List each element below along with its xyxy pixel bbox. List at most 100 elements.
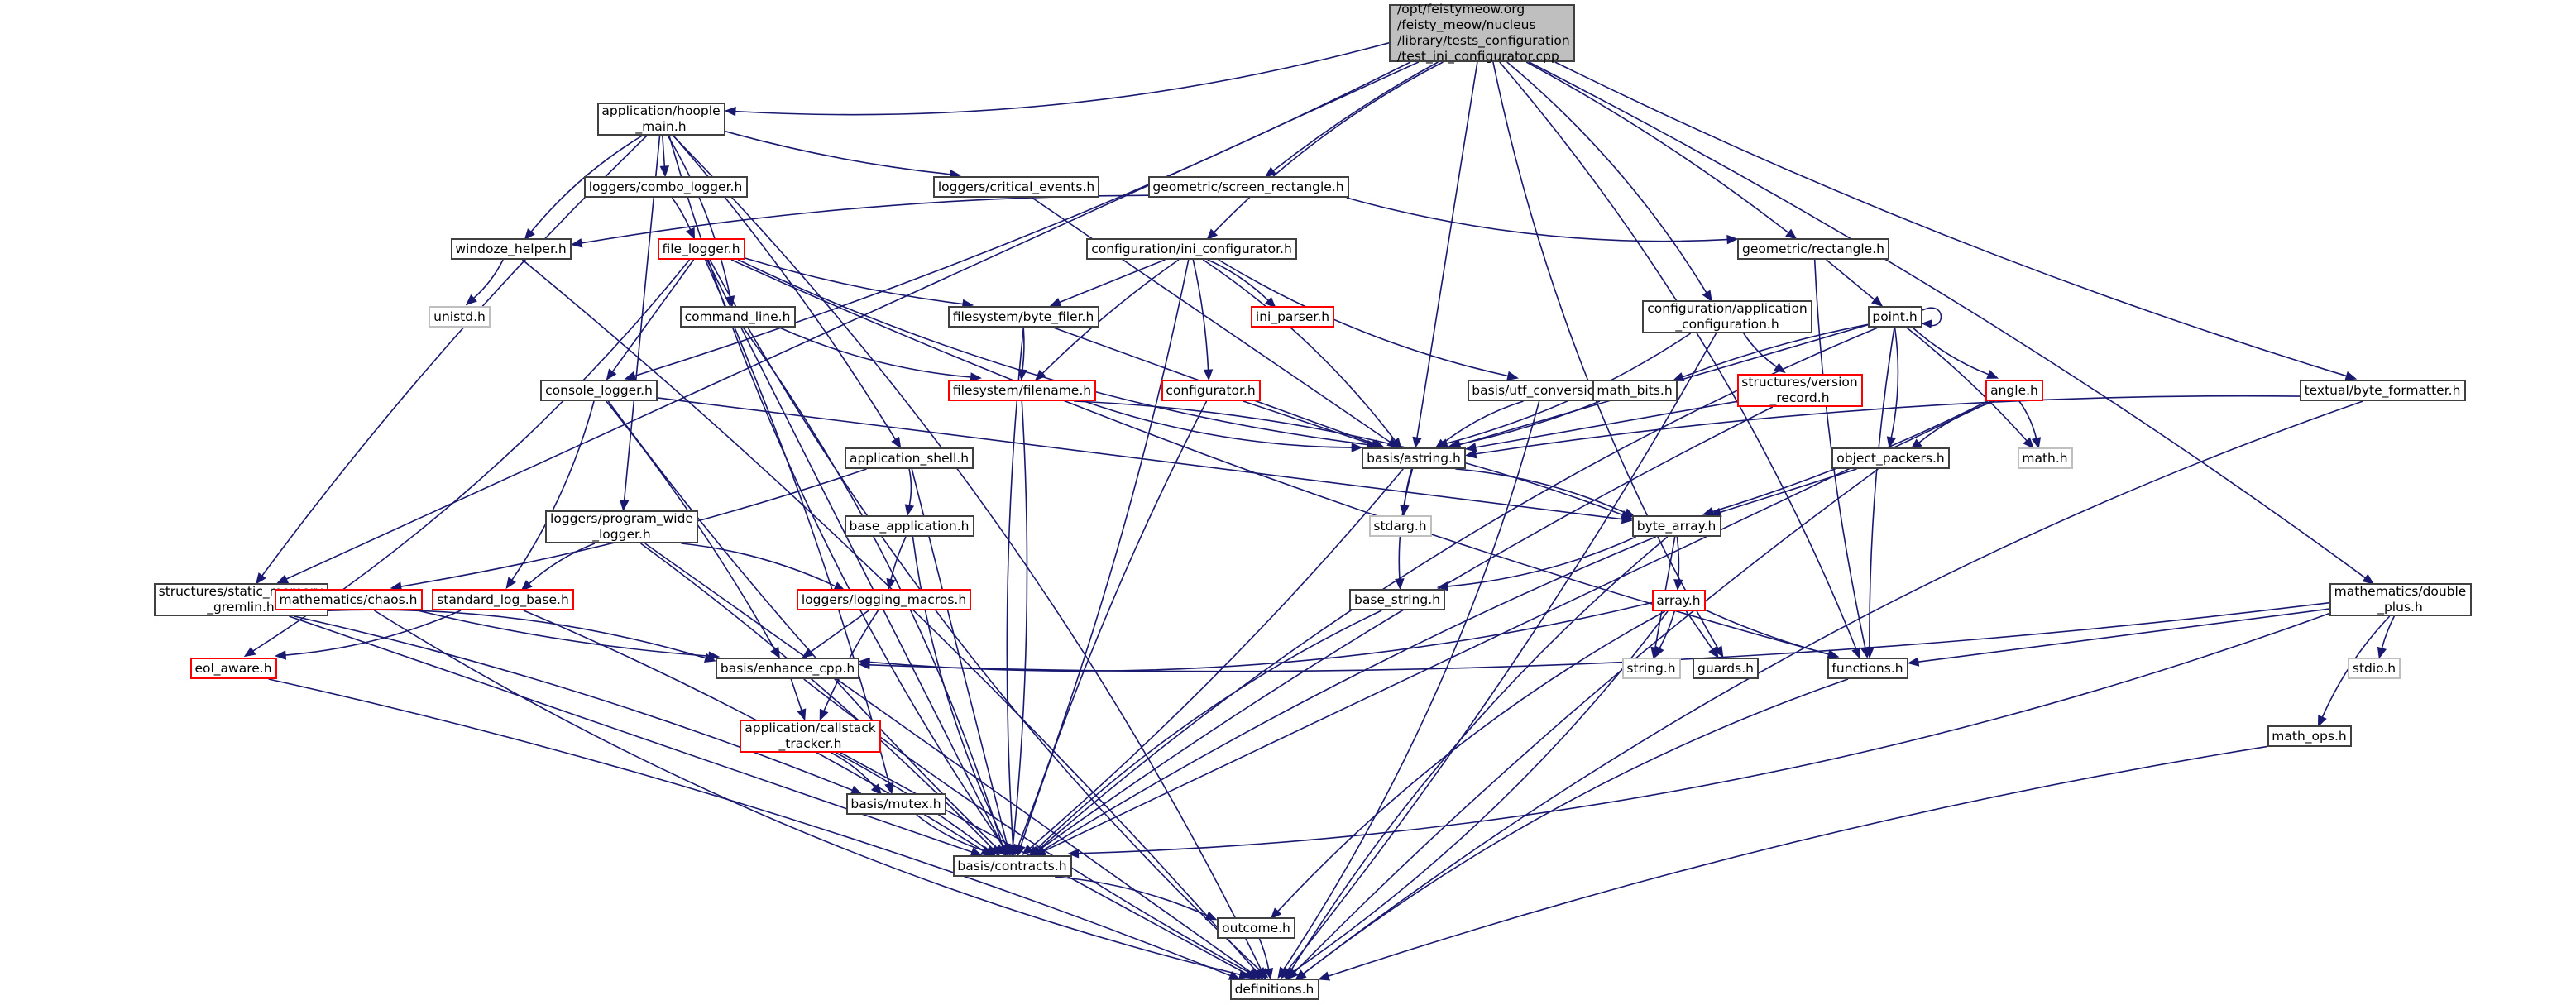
edge-angle-to-object_packers <box>1910 400 1995 450</box>
edge-point-to-object_packers <box>1886 327 1899 449</box>
node-filename[interactable]: filesystem/filename.h <box>948 380 1096 401</box>
edge-byte_formatter-to-astring <box>1464 395 2301 459</box>
node-math-h[interactable]: math.h <box>2017 447 2073 469</box>
edge-byte_array-to-array <box>1673 536 1683 591</box>
node-stdio[interactable]: stdio.h <box>2348 658 2401 679</box>
edge-root-to-astring <box>1412 61 1478 449</box>
edge-base_string-to-contracts <box>1028 610 1382 858</box>
node-base-application[interactable]: base_application.h <box>844 515 974 537</box>
edge-logging_macros-to-enhance_cpp <box>802 610 869 658</box>
node-version-record[interactable]: structures/version _record.h <box>1736 374 1863 407</box>
edge-angle-to-math_h <box>2018 400 2042 450</box>
edge-root-to-app_configuration <box>1506 61 1712 303</box>
node-enhance-cpp[interactable]: basis/enhance_cpp.h <box>716 658 859 679</box>
node-combo-logger[interactable]: loggers/combo_logger.h <box>583 176 748 198</box>
node-contracts[interactable]: basis/contracts.h <box>952 855 1072 877</box>
node-chaos[interactable]: mathematics/chaos.h <box>274 589 423 610</box>
edge-root-to-hoople_main <box>724 42 1390 117</box>
node-astring[interactable]: basis/astring.h <box>1362 447 1466 469</box>
node-application-configuration[interactable]: configuration/application _configuration… <box>1642 300 1812 333</box>
edge-combo_logger-to-file_logger <box>671 197 695 240</box>
node-screen-rectangle[interactable]: geometric/screen_rectangle.h <box>1147 176 1349 198</box>
node-callstack-tracker[interactable]: application/callstack _tracker.h <box>740 720 881 753</box>
edge-utf_conversion-to-definitions <box>1277 400 1540 979</box>
node-math-bits[interactable]: math_bits.h <box>1592 380 1678 401</box>
node-string-h[interactable]: string.h <box>1621 658 1681 679</box>
edge-object_packers-to-byte_array <box>1709 468 1857 517</box>
node-definitions[interactable]: definitions.h <box>1229 979 1319 1000</box>
edge-root-to-guards <box>1492 61 1724 658</box>
node-ini-parser[interactable]: ini_parser.h <box>1251 306 1334 328</box>
node-math-ops[interactable]: math_ops.h <box>2267 725 2352 747</box>
edge-version_record-to-astring <box>1464 400 1738 452</box>
edge-point-to-angle <box>1912 327 1999 379</box>
edge-array-to-string_h <box>1654 610 1676 658</box>
edge-version_record-to-contracts <box>1030 406 1774 857</box>
node-outcome[interactable]: outcome.h <box>1217 917 1295 939</box>
edge-base_application-to-logging_macros <box>886 536 907 591</box>
node-command-line[interactable]: command_line.h <box>679 306 796 328</box>
node-array[interactable]: array.h <box>1651 590 1706 611</box>
edge-hoople_main-to-combo_logger <box>659 135 670 178</box>
edge-ini_configurator-to-contracts <box>1013 259 1190 856</box>
edge-ini_configurator-to-utf_conversion <box>1218 259 1519 381</box>
edge-windoze_helper-to-definitions <box>521 259 1264 980</box>
edge-math_ops-to-definitions <box>1318 745 2268 981</box>
node-guards[interactable]: guards.h <box>1693 658 1759 679</box>
edge-byte_array-to-definitions <box>1285 536 1669 981</box>
edge-root-to-double_plus <box>1528 61 2375 585</box>
edge-root-to-ini_configurator <box>1206 61 1444 241</box>
edge-byte_formatter-to-definitions <box>1295 400 2363 981</box>
edge-program_wide_logger-to-logging_macros <box>681 543 846 591</box>
edge-standard_log_base-to-eol_aware <box>274 610 462 660</box>
edge-root-to-byte_formatter <box>1554 61 2358 380</box>
edge-app_configuration-to-version_record <box>1743 333 1786 373</box>
node-hoople-main[interactable]: application/hoople _main.h <box>596 103 725 136</box>
node-angle[interactable]: angle.h <box>1985 380 2043 401</box>
node-functions[interactable]: functions.h <box>1827 658 1908 679</box>
node-configurator[interactable]: configurator.h <box>1161 380 1261 401</box>
edge-root-to-screen_rectangle <box>1264 61 1439 178</box>
edge-array-to-functions <box>1705 609 1840 659</box>
node-logging-macros[interactable]: loggers/logging_macros.h <box>797 589 971 610</box>
node-base-string[interactable]: base_string.h <box>1349 589 1445 610</box>
edge-root-to-static_memory_gremlin <box>276 61 1420 584</box>
node-rectangle[interactable]: geometric/rectangle.h <box>1737 238 1889 260</box>
edge-hoople_main-to-critical_events <box>725 131 961 179</box>
edge-array-to-guards <box>1685 610 1719 659</box>
node-byte-filer[interactable]: filesystem/byte_filer.h <box>947 306 1099 328</box>
edge-ini_configurator-to-filename <box>1034 259 1180 381</box>
node-byte-array[interactable]: byte_array.h <box>1631 515 1721 537</box>
node-byte-formatter[interactable]: textual/byte_formatter.h <box>2299 380 2466 401</box>
node-console-logger[interactable]: console_logger.h <box>540 380 658 401</box>
node-double-plus[interactable]: mathematics/double _plus.h <box>2329 583 2472 616</box>
node-mutex[interactable]: basis/mutex.h <box>845 793 946 815</box>
node-static-memory-gremlin[interactable]: structures/static_memory _gremlin.h <box>153 583 328 616</box>
node-root-file: /opt/feistymeow.org /feisty_meow/nucleus… <box>1389 2 1575 64</box>
node-windoze-helper[interactable]: windoze_helper.h <box>450 238 572 260</box>
edge-windoze_helper-to-unistd <box>465 259 504 306</box>
edge-hoople_main-to-windoze_helper <box>524 135 643 241</box>
node-unistd[interactable]: unistd.h <box>429 306 491 328</box>
edge-double_plus-to-enhance_cpp <box>858 601 2330 672</box>
node-standard-log-base[interactable]: standard_log_base.h <box>432 589 574 610</box>
node-object-packers[interactable]: object_packers.h <box>1831 447 1950 469</box>
edge-math_bits-to-astring <box>1447 400 1601 449</box>
edge-ini_configurator-to-ini_parser <box>1207 259 1276 309</box>
edge-configurator-to-astring <box>1243 400 1383 449</box>
node-file-logger[interactable]: file_logger.h <box>657 238 745 260</box>
node-ini-configurator[interactable]: configuration/ini_configurator.h <box>1086 238 1297 260</box>
edge-astring-to-contracts <box>1022 468 1404 856</box>
edge-contracts-to-outcome <box>1054 876 1218 921</box>
node-stdarg[interactable]: stdarg.h <box>1368 515 1432 537</box>
edge-screen_rectangle-to-rectangle <box>1346 197 1739 245</box>
edge-mutex-to-contracts <box>916 814 994 855</box>
node-application-shell[interactable]: application_shell.h <box>845 447 974 469</box>
edge-array-to-outcome <box>1270 610 1666 920</box>
node-point[interactable]: point.h <box>1867 306 1922 328</box>
edge-application_shell-to-base_application <box>904 468 915 517</box>
node-eol-aware[interactable]: eol_aware.h <box>189 658 277 679</box>
node-critical-events[interactable]: loggers/critical_events.h <box>933 176 1099 198</box>
node-program-wide-logger[interactable]: loggers/program_wide _logger.h <box>545 510 698 543</box>
